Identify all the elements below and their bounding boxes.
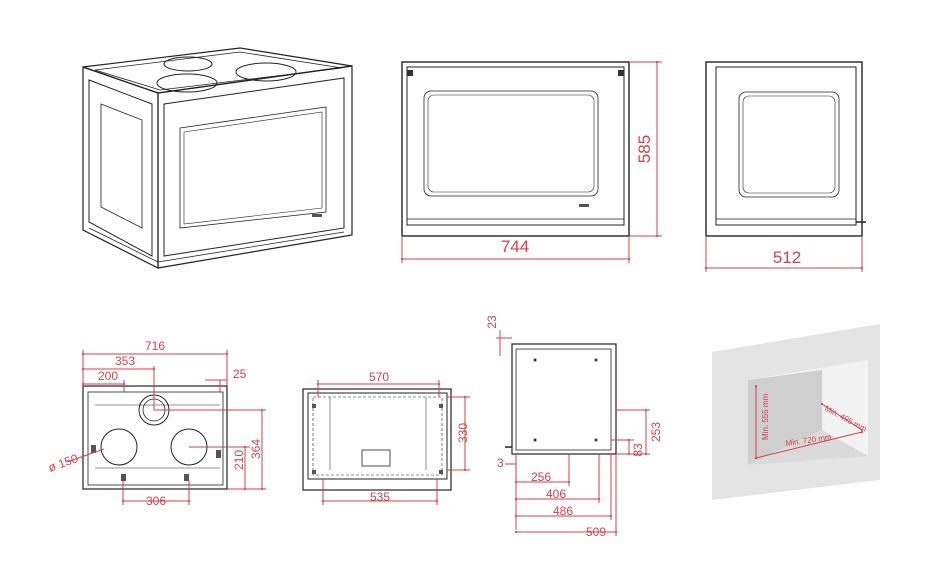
profile-d486-label: 486 bbox=[553, 504, 573, 518]
top-overall-label: 716 bbox=[145, 339, 165, 353]
section-inner-width-label: 570 bbox=[369, 370, 389, 384]
profile-view: 23 253 83 3 256 406 486 509 bbox=[485, 315, 663, 539]
top-flue-diameter-label: ø 150 bbox=[46, 451, 80, 475]
top-offset-right-label: 25 bbox=[233, 367, 247, 381]
profile-small-offset-label: 3 bbox=[497, 456, 504, 470]
niche-view: Min. 555 mm Min. 495 mm Min. 720 mm bbox=[712, 324, 880, 500]
top-bottom-spacing-label: 306 bbox=[146, 494, 166, 508]
top-view: 716 353 200 25 ø 150 306 210 364 bbox=[46, 339, 266, 508]
profile-d406-label: 406 bbox=[546, 487, 566, 501]
profile-top-offset-label: 23 bbox=[485, 315, 499, 329]
top-height-364-label: 364 bbox=[249, 439, 263, 459]
section-bottom-width-label: 535 bbox=[370, 490, 390, 504]
profile-d509-label: 509 bbox=[586, 525, 606, 539]
section-view: 570 535 330 bbox=[302, 370, 470, 505]
side-depth-label: 512 bbox=[773, 248, 801, 267]
top-height-210-label: 210 bbox=[232, 450, 246, 470]
front-view: 585 744 bbox=[400, 60, 662, 263]
profile-d256-label: 256 bbox=[531, 470, 551, 484]
isometric-view bbox=[82, 47, 353, 269]
section-height-label: 330 bbox=[456, 423, 470, 443]
top-left-ref-label: 200 bbox=[98, 369, 118, 383]
top-flue-center-label: 353 bbox=[115, 354, 135, 368]
front-height-label: 585 bbox=[635, 135, 654, 163]
niche-min-height-label: Min. 555 mm bbox=[761, 393, 770, 440]
profile-height-253-label: 253 bbox=[649, 422, 663, 442]
side-view: 512 bbox=[704, 61, 866, 272]
profile-height-83-label: 83 bbox=[631, 443, 645, 457]
front-width-label: 744 bbox=[501, 237, 529, 256]
